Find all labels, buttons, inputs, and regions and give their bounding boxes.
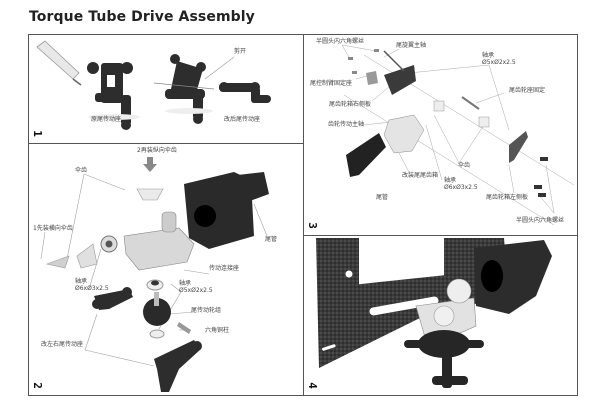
- step-4-illustration: [316, 236, 552, 388]
- drive-mount-part: [123, 211, 195, 271]
- step-number: 1: [30, 130, 44, 137]
- bearing-part: [100, 235, 118, 253]
- label-gear-box: 改装尾尾齿箱: [402, 172, 439, 179]
- label-hex-post: 六角铜柱: [205, 327, 230, 334]
- label-bevel-gear-1: 1先装横向伞齿: [33, 225, 73, 232]
- leader-lines: [40, 173, 268, 367]
- frame-hole: [345, 270, 353, 278]
- bearing-a-size: Ø6xØ3x2.5: [75, 284, 109, 292]
- screws-top: [348, 49, 379, 74]
- step-1-illustration: [36, 40, 271, 130]
- label-tail-pulley: 尾传动轮组: [191, 307, 222, 314]
- screws-bottom: [534, 157, 548, 197]
- gear-box-plate: [383, 50, 416, 95]
- left-plate: [509, 131, 528, 163]
- tail-boom-block: [474, 240, 552, 314]
- label-modified-mount: 改后尾传动座: [224, 116, 261, 123]
- label-drive-shaft: 齿轮传动主轴: [328, 121, 365, 128]
- label-screws-bottom: 半圆头内六角螺丝: [516, 217, 565, 224]
- label-bevel-gear: 伞齿: [458, 162, 471, 169]
- right-mount-part: [154, 340, 202, 392]
- frame-slot-small: [322, 344, 336, 351]
- frame-slot: [369, 296, 439, 316]
- tail-boom-block: [184, 172, 269, 249]
- original-mount-part: [87, 62, 133, 130]
- step-3-illustration: [341, 44, 575, 226]
- label-left-plate: 尾齿轮箱左侧板: [486, 194, 529, 201]
- page-title: Torque Tube Drive Assembly: [29, 9, 255, 25]
- tail-pulley-part: [143, 292, 171, 339]
- control-mount: [366, 71, 378, 85]
- bearing-2-part: [146, 279, 164, 291]
- label-bevel-gear: 伞齿: [75, 167, 88, 174]
- label-original-mount: 原尾传动座: [91, 116, 122, 123]
- step-4-panel: 4: [303, 235, 578, 396]
- label-right-plate: 尾齿轮箱右侧板: [329, 101, 372, 108]
- bearing-size: Ø5xØ2x2.5: [482, 58, 516, 66]
- insert-arrow-icon: [143, 157, 157, 172]
- bearing-b-size: Ø5xØ2x2.5: [179, 286, 213, 294]
- bearing-a-text: 轴承: [75, 278, 88, 285]
- screwdriver-icon: [36, 40, 82, 86]
- step-number: 2: [30, 382, 44, 389]
- label-drive-mount: 传动连接座: [209, 265, 240, 272]
- pulley-holder: [461, 96, 480, 110]
- bearing2-size: Ø6xØ3x2.5: [444, 183, 478, 191]
- label-control-mount: 尾控制臂固定座: [310, 80, 353, 87]
- mount-base: [404, 330, 484, 388]
- step-number: 4: [305, 382, 319, 389]
- tail-boom: [346, 133, 386, 177]
- bevel-gear-left: [76, 243, 98, 269]
- bearing2-text: 轴承: [444, 177, 457, 184]
- bevel-gears: [433, 100, 490, 128]
- gear-assembly: [415, 278, 477, 341]
- label-bevel-gear-2: 2再装纵向伞齿: [137, 147, 177, 154]
- label-pulley-holder: 尾齿轮座固定: [509, 87, 546, 94]
- label-screws-top: 半圆头内六角螺丝: [316, 38, 365, 45]
- frame-cutout: [359, 236, 444, 285]
- step-number: 3: [305, 222, 319, 229]
- modified-mount-part: [219, 82, 271, 103]
- bearing-b-text: 轴承: [179, 280, 192, 287]
- left-mount-part: [92, 287, 133, 310]
- step-2-illustration: [40, 157, 269, 392]
- bevel-gear-small: [45, 255, 70, 269]
- label-lr-mounts: 改左右尾传动座: [41, 341, 84, 348]
- step-1-panel: 剪开 原尾传动座 改后尾传动座 1: [28, 34, 304, 144]
- label-separate: 剪开: [234, 48, 247, 55]
- label-tail-shaft: 尾旋翼主轴: [396, 42, 427, 49]
- label-tail-boom: 尾管: [265, 236, 278, 243]
- bearing-text: 轴承: [482, 52, 495, 59]
- hex-post-part: [177, 322, 191, 334]
- bevel-gear-top: [136, 188, 164, 201]
- label-tail-boom: 尾管: [376, 194, 389, 201]
- drive-shaft-frame: [383, 114, 425, 154]
